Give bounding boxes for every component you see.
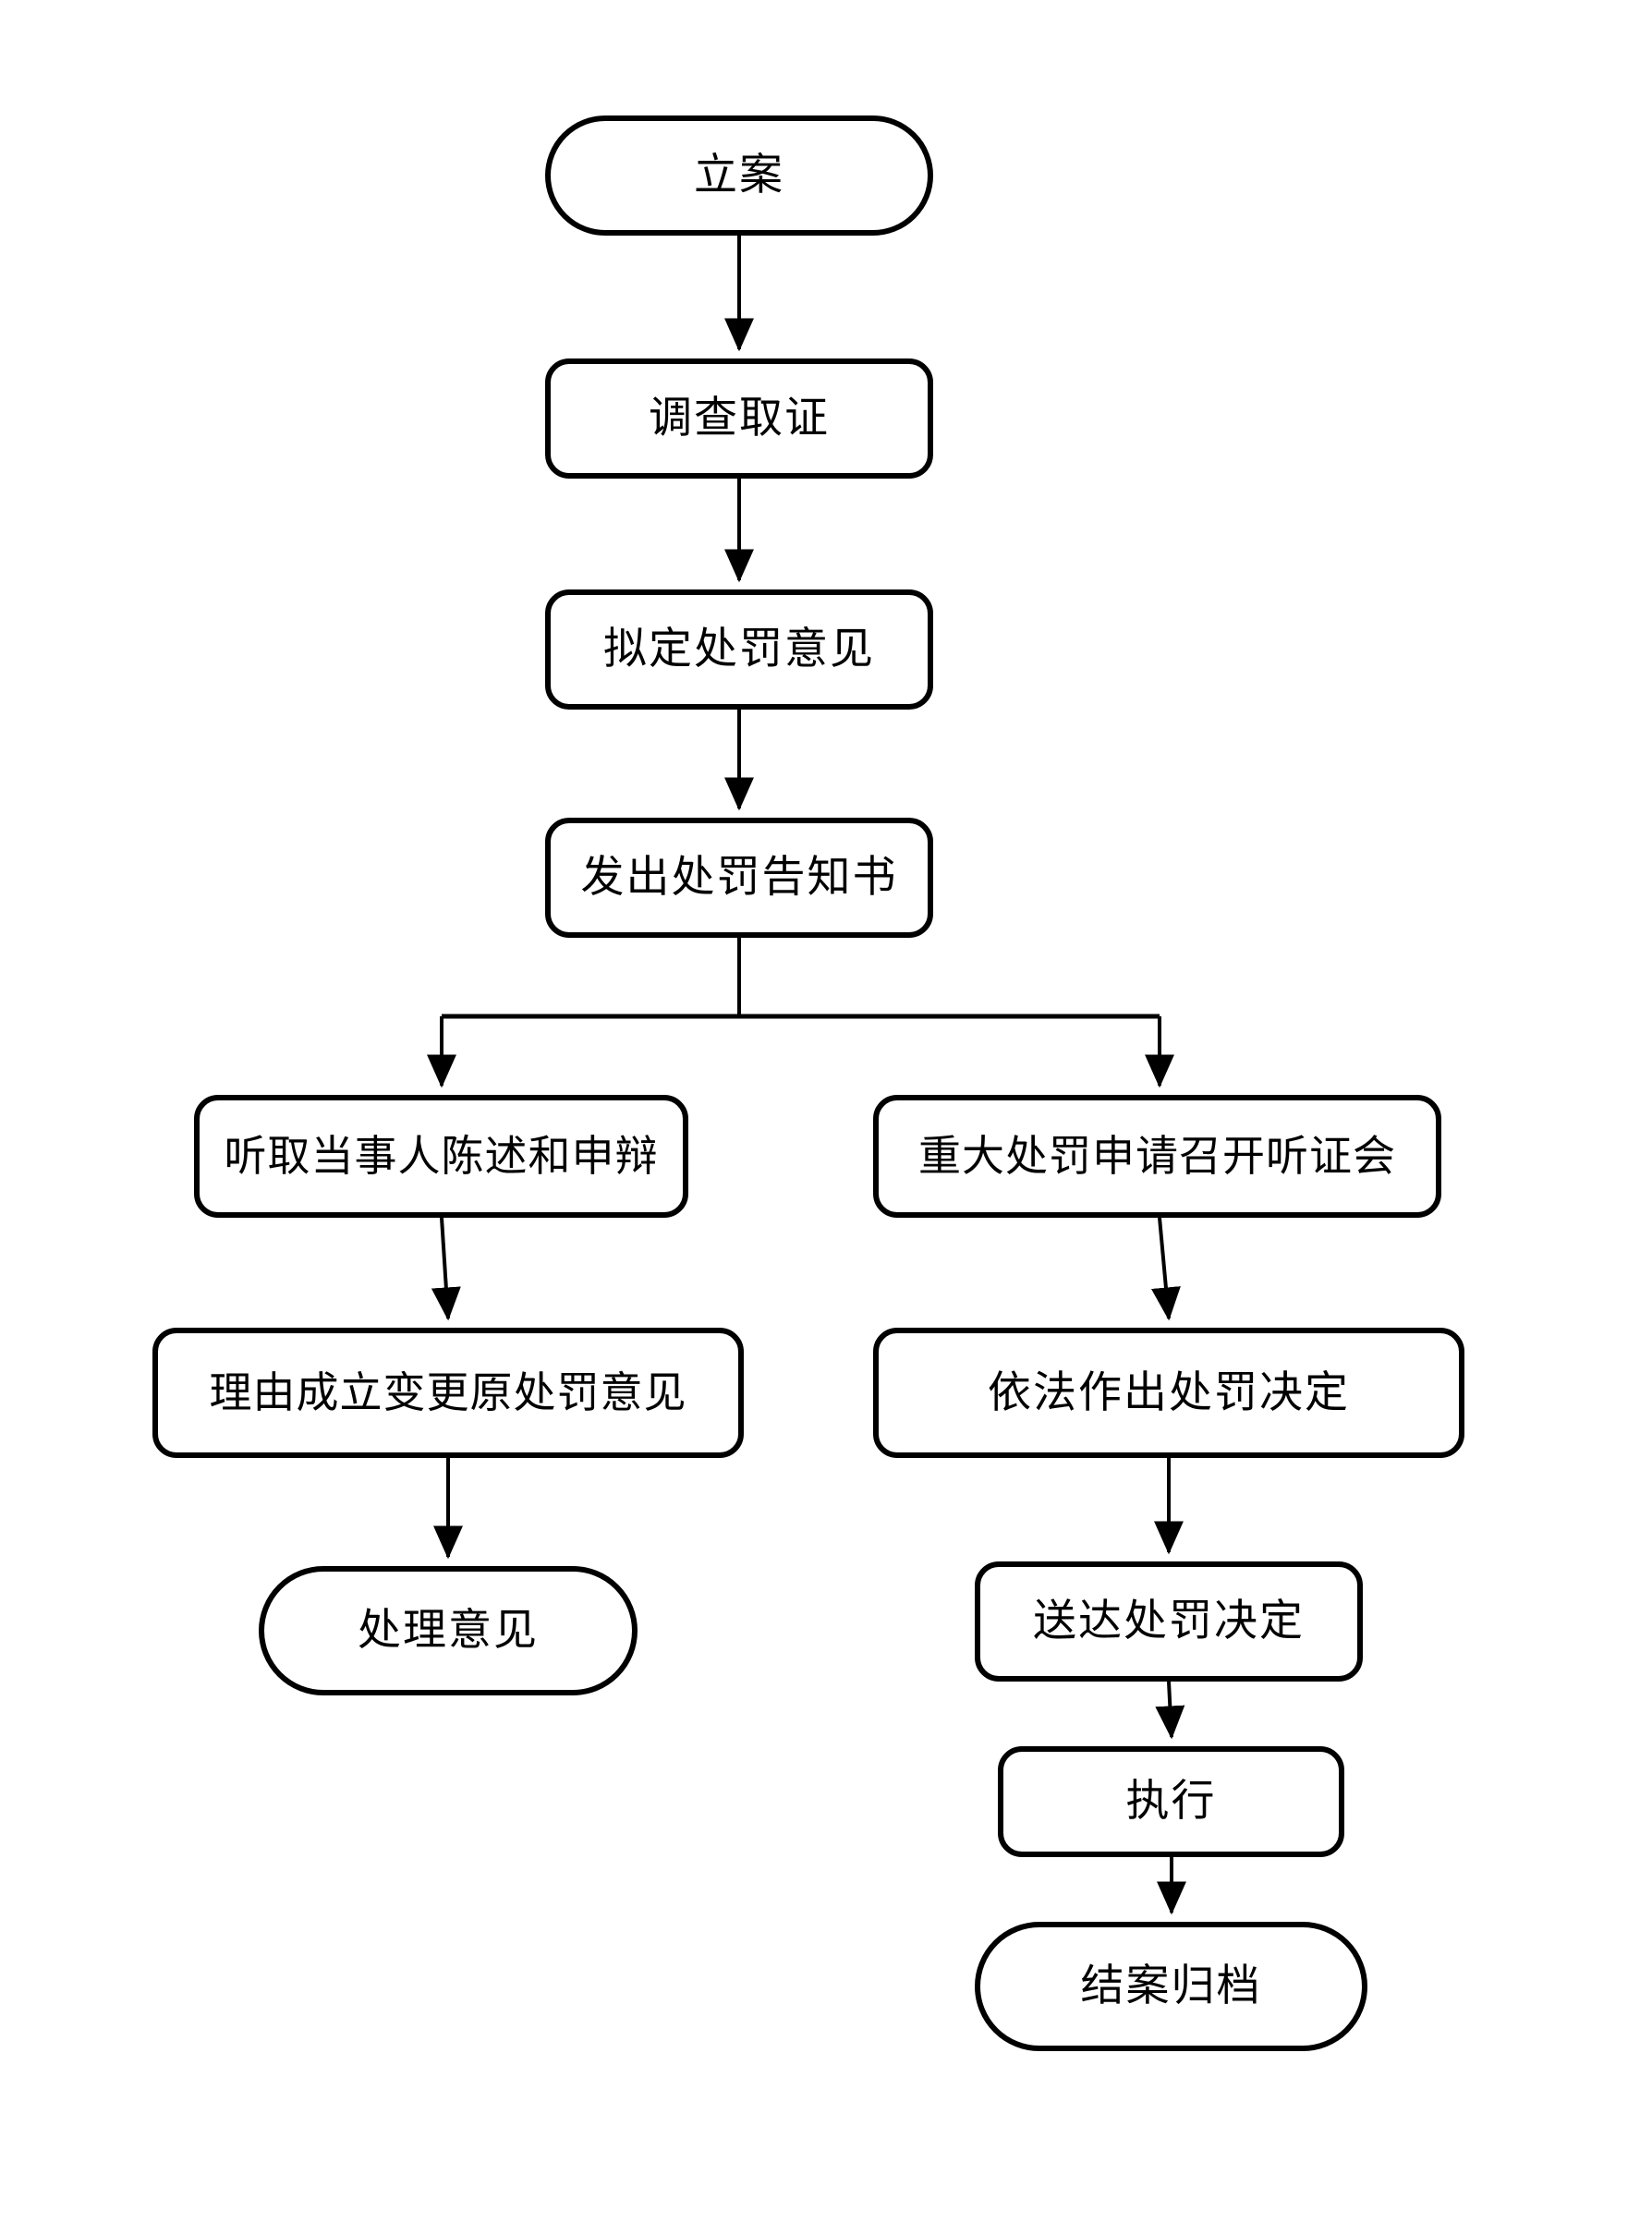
flow-node-label: 处理意见 — [358, 1605, 539, 1657]
flow-node-n5[interactable]: 听取当事人陈述和申辩 — [194, 1095, 688, 1218]
flow-node-label: 理由成立变更原处罚意见 — [209, 1367, 687, 1418]
flow-node-n11[interactable]: 执行 — [998, 1746, 1344, 1857]
flow-node-n1[interactable]: 立案 — [545, 115, 933, 236]
flow-node-label: 拟定处罚意见 — [603, 624, 875, 675]
flow-node-label: 发出处罚告知书 — [580, 852, 898, 904]
flow-node-n12[interactable]: 结案归档 — [975, 1922, 1367, 2051]
flow-node-n8[interactable]: 依法作出处罚决定 — [873, 1328, 1464, 1458]
edge-n4-split-bus — [442, 938, 1160, 1019]
flow-node-label: 调查取证 — [649, 393, 830, 444]
flow-node-n9[interactable]: 处理意见 — [259, 1566, 638, 1695]
flow-node-n7[interactable]: 理由成立变更原处罚意见 — [152, 1328, 744, 1458]
flow-node-n6[interactable]: 重大处罚申请召开听证会 — [873, 1095, 1441, 1218]
flow-node-label: 送达处罚决定 — [1033, 1596, 1305, 1647]
flow-node-n2[interactable]: 调查取证 — [545, 358, 933, 479]
flow-node-label: 听取当事人陈述和申辩 — [224, 1131, 659, 1182]
flow-node-label: 依法作出处罚决定 — [988, 1367, 1350, 1418]
flow-node-n3[interactable]: 拟定处罚意见 — [545, 589, 933, 710]
flow-node-n4[interactable]: 发出处罚告知书 — [545, 818, 933, 938]
edge-n5-n7 — [431, 1217, 461, 1321]
flow-node-label: 重大处罚申请召开听证会 — [918, 1131, 1396, 1182]
flow-node-label: 立案 — [694, 150, 784, 201]
flow-node-n10[interactable]: 送达处罚决定 — [975, 1561, 1363, 1682]
edge-n6-n8 — [1150, 1217, 1181, 1321]
flow-node-label: 执行 — [1125, 1776, 1217, 1828]
edge-n10-n11 — [1155, 1681, 1185, 1740]
flow-node-label: 结案归档 — [1080, 1961, 1262, 2012]
